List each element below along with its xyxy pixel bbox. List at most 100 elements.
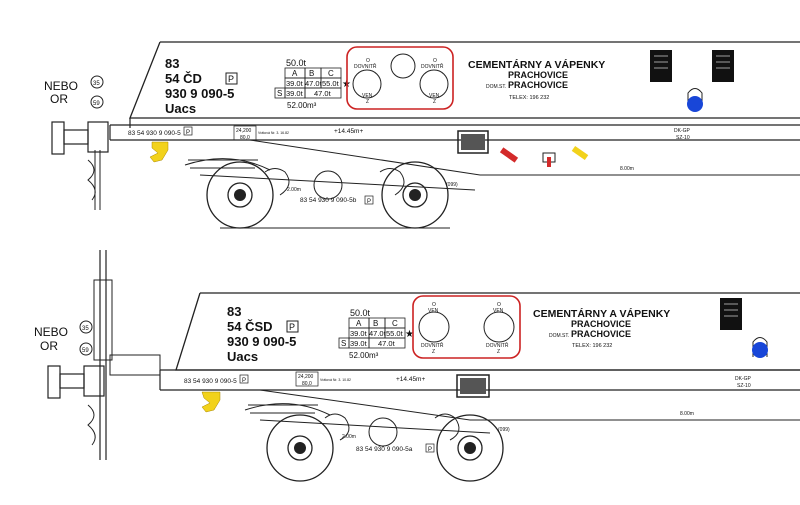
- code-line4: Uacs: [165, 101, 196, 116]
- wagon-top: NEBO OR 35 59 83 54 ČD 930 9 090-5 Uacs …: [44, 41, 800, 229]
- length: +14.45m+: [334, 128, 363, 135]
- valve-left-z: Z: [366, 99, 369, 105]
- load2-r1-c: 55.0t: [386, 329, 404, 338]
- load-header-b: B: [309, 69, 314, 78]
- owner-line1: CEMENTÁRNY A VÁPENKY: [468, 58, 605, 71]
- valve-right-ven: VEN: [429, 93, 440, 99]
- volume: 52.00m³: [287, 101, 317, 110]
- circle-59-label-2: 59: [82, 348, 89, 354]
- load2-r1-a: 39.0t: [350, 329, 368, 338]
- dk-gp-2: DK-GP: [735, 376, 752, 382]
- telex-2: TELEX: 196 232: [572, 343, 612, 349]
- dist-left-2: 2.00m: [342, 434, 356, 440]
- tag-099-2: (099): [498, 427, 510, 433]
- dist-left: 2.00m: [287, 187, 301, 193]
- load-r1-b: 47.0t: [305, 79, 323, 88]
- hook-yellow-bottom: [201, 391, 221, 413]
- load-top-2: 50.0t: [350, 308, 371, 318]
- small-box-top-2: 24,200: [298, 374, 314, 380]
- frame-number: 83 54 930 9 090-5: [128, 130, 181, 137]
- load-r1-c: 55.0t: [322, 79, 340, 88]
- code-line3: 930 9 090-5: [165, 86, 234, 101]
- circle-35-label-2: 35: [82, 326, 89, 332]
- side-label-nebo: NEBO: [44, 79, 78, 93]
- sz: SZ-10: [676, 135, 690, 141]
- load-r2-a: 39.0t: [286, 89, 304, 98]
- handle-red-top: [499, 147, 519, 163]
- valve2-left-ven: VEN: [428, 308, 439, 314]
- p-badge-2: P: [289, 322, 295, 332]
- load2-header-b: B: [373, 319, 378, 328]
- load-r1-a: 39.0t: [286, 79, 304, 88]
- small-box-top: 24,200: [236, 128, 252, 134]
- dist-right-2: 8.00m: [680, 411, 694, 417]
- load2-header-c: C: [392, 319, 398, 328]
- valve2-right-o: O: [497, 302, 501, 308]
- valve2-left-dovnitr: DOVNITŘ: [421, 341, 444, 349]
- dist-right: 8.00m: [620, 166, 634, 172]
- buffer-left-top: [51, 121, 109, 210]
- valve-panel-top: O DOVNITŘ VEN Z O DOVNITŘ VEN Z: [346, 46, 454, 110]
- blue-lamp-bottom: [752, 342, 768, 358]
- circle-59-label: 59: [93, 101, 100, 107]
- valve-right-z: Z: [433, 99, 436, 105]
- load-table-bottom: 50.0t A B C 39.0t 47.0t 55.0t ★ S 39.0t …: [338, 308, 414, 360]
- valve2-right-z: Z: [497, 349, 500, 355]
- load2-r2-a: 39.0t: [350, 339, 368, 348]
- bogie-p: P: [367, 199, 371, 205]
- load-table-top: 50.0t A B C 39.0t 47.0t 55.0t ★ S 39.0t …: [274, 58, 351, 110]
- telex: TELEX: 196 232: [509, 95, 549, 101]
- sz-2: SZ-10: [737, 383, 751, 389]
- tag-099: (099): [446, 182, 458, 188]
- circle-35-top: [90, 75, 104, 89]
- load2-s-label: S: [341, 339, 346, 348]
- revision-2: Vrátová Nr. 3. 10.82: [320, 378, 351, 382]
- small-box-bottom-2: 80,0: [302, 381, 312, 387]
- valve-left-dovnitr: DOVNITŘ: [354, 62, 377, 70]
- valve-right-o: O: [433, 58, 437, 64]
- bogie-p-2: P: [428, 447, 432, 453]
- owner-line3: PRACHOVICE: [508, 80, 568, 90]
- circle-59-bottom: [79, 342, 93, 356]
- valve2-right-ven: VEN: [493, 308, 504, 314]
- handle-yellow-top: [571, 145, 589, 161]
- valve2-left-z: Z: [432, 349, 435, 355]
- bogie-number-2: 83 54 930 9 090-5a: [356, 446, 413, 453]
- code2-line2: 54 ČSD: [227, 319, 273, 334]
- load-top: 50.0t: [286, 58, 307, 68]
- valve2-right-dovnitr: DOVNITŘ: [486, 341, 509, 349]
- small-box-bottom: 80,0: [240, 135, 250, 141]
- code2-line4: Uacs: [227, 349, 258, 364]
- frame2-number: 83 54 930 9 090-5: [184, 378, 237, 385]
- side-label-nebo-2: NEBO: [34, 325, 68, 339]
- p-badge: P: [228, 74, 234, 84]
- dk-gp: DK-GP: [674, 128, 691, 134]
- frame-p: P: [186, 130, 190, 136]
- load-header-a: A: [292, 69, 298, 78]
- load2-r2-b: 47.0t: [378, 339, 396, 348]
- revision: Vrátová Nr. 3. 16.82: [258, 131, 289, 135]
- hook-yellow-top: [149, 141, 169, 163]
- owner2-line3: PRACHOVICE: [571, 329, 631, 339]
- code-line2: 54 ČD: [165, 71, 202, 86]
- side-label-or: OR: [50, 92, 68, 106]
- volume-2: 52.00m³: [349, 351, 379, 360]
- info-plate-1: [650, 50, 672, 82]
- circle-35-bottom: [79, 320, 93, 334]
- load2-header-a: A: [356, 319, 362, 328]
- valve-right-dovnitr: DOVNITŘ: [421, 62, 444, 70]
- circle-59-top: [90, 95, 104, 109]
- svg-text:★: ★: [405, 329, 414, 340]
- bogie-top: 2.00m 83 54 930 9 090-5b P (099): [184, 158, 476, 229]
- length-2: +14.45m+: [396, 376, 425, 383]
- wagon-bottom: NEBO OR 35 59 83 54 ČSD 930 9 090-5 Uacs…: [34, 250, 800, 482]
- blue-lamp-top: [687, 96, 703, 112]
- valve-left-o: O: [366, 58, 370, 64]
- owner2-dom-prefix: DOM.ST.: [549, 333, 569, 339]
- load-s-label: S: [277, 89, 282, 98]
- buffer-left-bottom: [47, 365, 105, 446]
- info-plate-2: [712, 50, 734, 82]
- info-plate-3: [720, 298, 742, 330]
- valve-left-ven: VEN: [362, 93, 373, 99]
